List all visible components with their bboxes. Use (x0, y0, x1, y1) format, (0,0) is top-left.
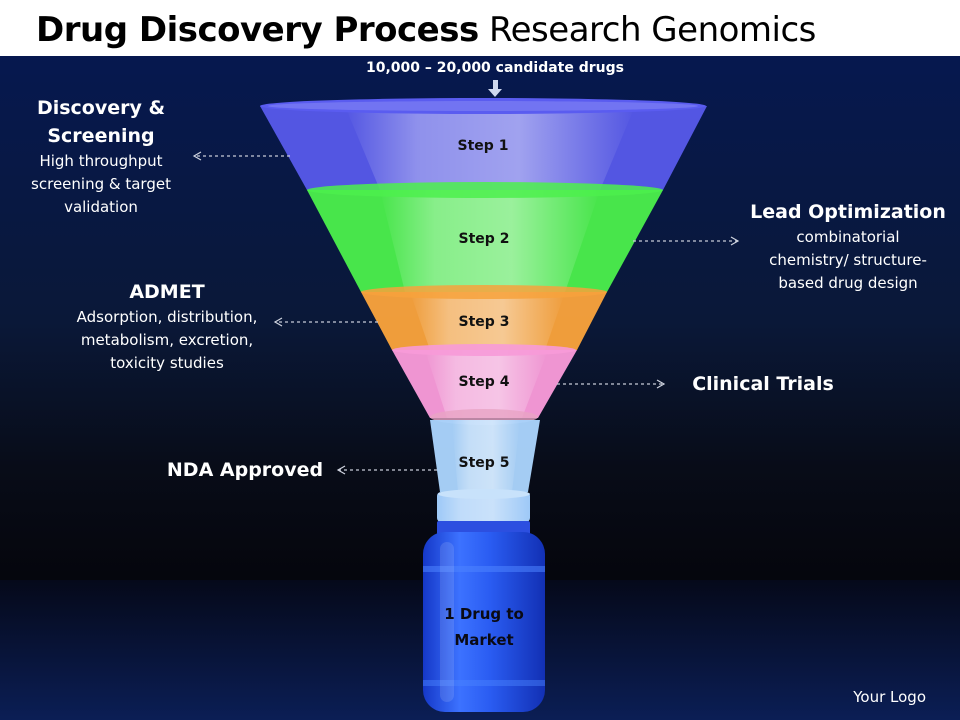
discovery-heading-line-2: Screening (47, 125, 155, 147)
bottle-label-line-2: Market (454, 631, 513, 649)
clinical-heading: Clinical Trials (692, 373, 834, 395)
annotation-clinical: Clinical Trials (672, 370, 854, 398)
discovery-heading-line-1: Discovery & (36, 97, 166, 119)
lead-desc-line-2: chemistry/ structure- (769, 251, 927, 269)
title-bold: Drug Discovery Process (36, 10, 479, 50)
discovery-desc-line-3: validation (64, 198, 138, 216)
funnel-step-1 (260, 98, 707, 190)
funnel-step-3 (361, 285, 607, 350)
funnel-step-2 (307, 182, 663, 292)
page-title: Drug Discovery Process Research Genomics (36, 10, 816, 50)
step-2-label: Step 2 (459, 231, 510, 247)
annotation-nda: NDA Approved (160, 456, 330, 484)
title-normal: Research Genomics (489, 10, 816, 50)
bottle-label-line-1: 1 Drug to (444, 605, 524, 623)
nda-heading: NDA Approved (166, 459, 324, 481)
admet-desc-line-3: toxicity studies (110, 354, 224, 372)
admet-desc-line-2: metabolism, excretion, (80, 331, 254, 349)
step-3-label: Step 3 (459, 314, 510, 330)
discovery-desc-line-1: High throughput (39, 152, 163, 170)
lead-desc-line-3: based drug design (778, 274, 918, 292)
lead-desc-line-1: combinatorial (796, 228, 900, 246)
intake-arrow-icon (488, 80, 502, 97)
logo-placeholder: Your Logo (853, 688, 926, 706)
annotation-admet: ADMET Adsorption, distribution, metaboli… (62, 278, 272, 375)
step-1-label: Step 1 (458, 138, 509, 154)
discovery-desc-line-2: screening & target (31, 175, 171, 193)
drug-bottle (423, 521, 545, 712)
step-4-label: Step 4 (459, 374, 510, 390)
admet-desc-line-1: Adsorption, distribution, (76, 308, 258, 326)
annotation-lead: Lead Optimization combinatorial chemistr… (748, 198, 948, 295)
intake-label: 10,000 – 20,000 candidate drugs (366, 60, 624, 76)
step-5-label: Step 5 (459, 455, 510, 471)
annotation-discovery: Discovery & Screening High throughput sc… (16, 94, 186, 219)
lead-heading: Lead Optimization (750, 201, 946, 223)
funnel-step-5 (430, 420, 540, 522)
admet-heading: ADMET (129, 281, 205, 303)
